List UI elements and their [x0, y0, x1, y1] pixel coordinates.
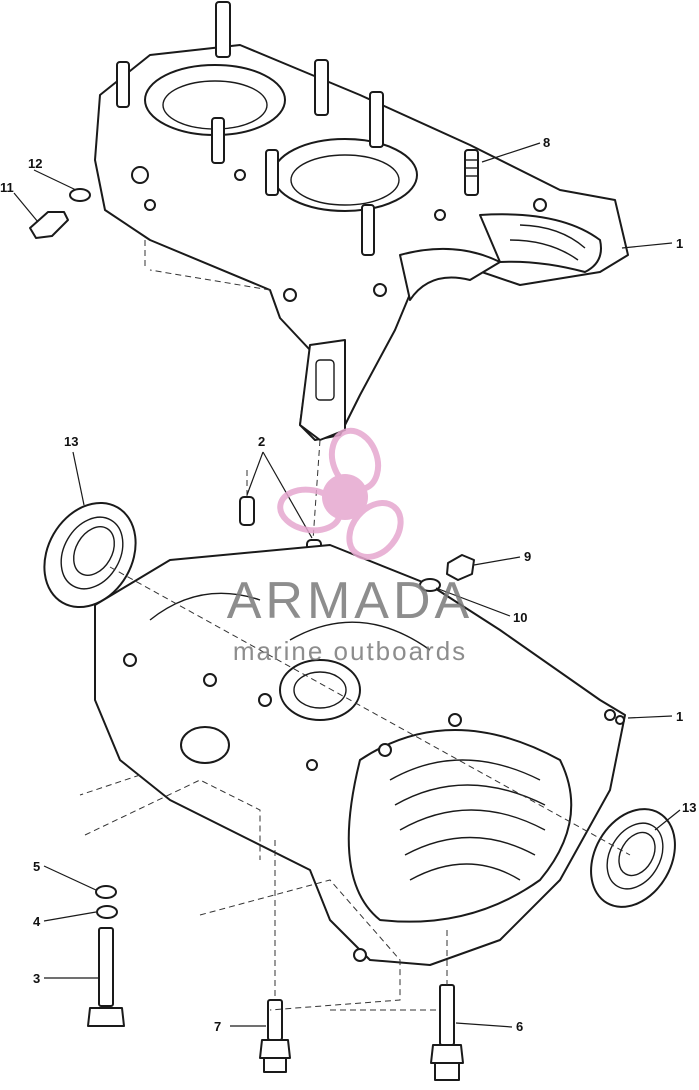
callout-11: 11 [0, 180, 14, 195]
fitting-part-9 [446, 554, 475, 581]
callout-2: 2 [258, 434, 265, 449]
armada-watermark: ARMADA marine outboards [227, 427, 473, 666]
callout-3: 3 [33, 971, 40, 986]
callout-12: 12 [28, 156, 42, 171]
callout-1-bottom: 1 [676, 709, 683, 724]
propeller-logo-icon [277, 427, 404, 560]
callout-7: 7 [214, 1019, 221, 1034]
lock-washer-part-4 [96, 905, 118, 919]
stud-part-8 [464, 149, 479, 196]
callout-5: 5 [33, 859, 40, 874]
callout-numbers: 1 8 12 11 2 13 9 10 1 13 5 4 3 7 6 [0, 135, 696, 1034]
callout-13-right: 13 [682, 800, 696, 815]
stud-nut-part-7 [259, 999, 291, 1073]
callout-8: 8 [543, 135, 550, 150]
stud-nut-part-6 [430, 984, 464, 1081]
washer-part-10 [419, 578, 441, 592]
watermark-brand: ARMADA [227, 572, 473, 630]
lower-crankcase-half [94, 544, 626, 966]
bolt-part-3 [87, 927, 125, 1027]
callout-10: 10 [513, 610, 527, 625]
washer-part-5 [95, 885, 117, 899]
upper-crankcase-half [94, 1, 629, 441]
oil-seal-left-part-13 [43, 501, 137, 609]
washer-part-12 [69, 188, 91, 202]
fitting-part-11 [29, 211, 69, 239]
leader-lines [13, 142, 681, 1028]
callout-9: 9 [524, 549, 531, 564]
watermark-tagline: marine outboards [233, 636, 467, 666]
callout-13-left: 13 [64, 434, 78, 449]
callout-6: 6 [516, 1019, 523, 1034]
callout-1-top: 1 [676, 236, 683, 251]
callout-4: 4 [33, 914, 41, 929]
cylinder-stud-set [116, 1, 384, 256]
